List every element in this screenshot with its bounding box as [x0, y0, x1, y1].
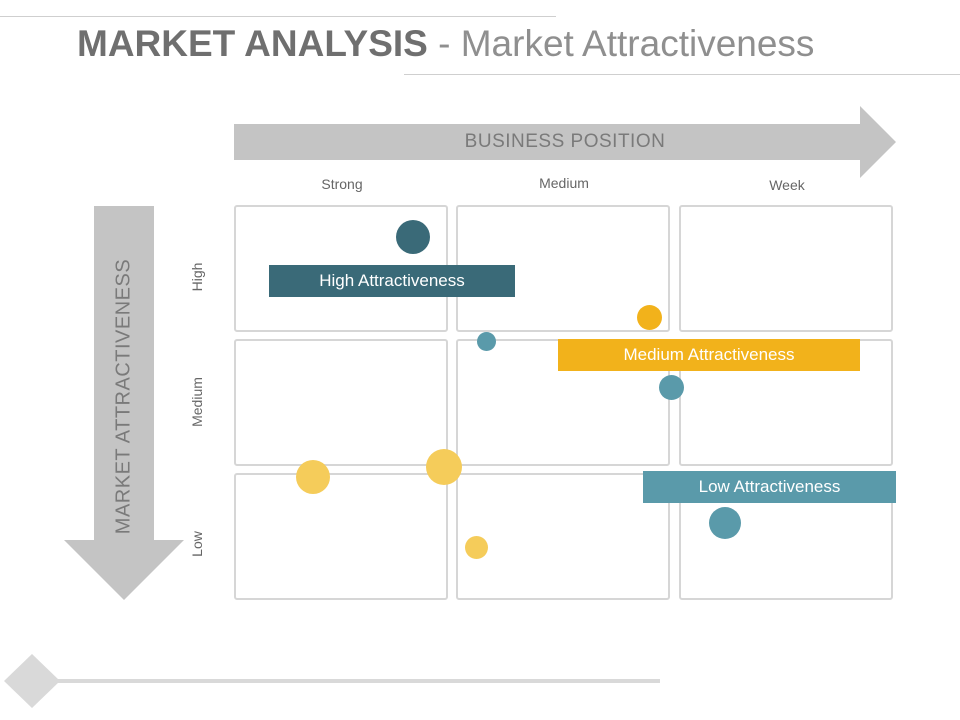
cell-medium-strong — [234, 339, 448, 466]
business-position-label: BUSINESS POSITION — [464, 131, 666, 152]
row-label-medium: Medium — [189, 377, 205, 427]
business-position-arrow — [234, 106, 896, 178]
market-attractiveness-label: MARKET ATTRACTIVENESS — [112, 258, 135, 535]
market-attractiveness-arrow-shape — [64, 206, 184, 600]
row-label-low: Low — [189, 531, 205, 557]
market-attractiveness-arrow — [64, 206, 184, 600]
cell-high-medium — [456, 205, 670, 332]
cell-high-week — [679, 205, 893, 332]
bottom-diamond-icon — [4, 654, 60, 708]
top-right-rule — [404, 74, 960, 75]
yellow-dot-left — [296, 460, 330, 494]
row-label-high: High — [189, 262, 205, 292]
high-attractiveness-band: High Attractiveness — [269, 265, 515, 297]
low-attractiveness-band: Low Attractiveness — [643, 471, 896, 503]
gold-dot — [637, 305, 662, 330]
cell-low-strong — [234, 473, 448, 600]
title-bold: MARKET ANALYSIS — [77, 23, 428, 64]
cell-low-medium — [456, 473, 670, 600]
dark-teal-dot — [396, 220, 430, 254]
yellow-dot-center — [426, 449, 462, 485]
teal-dot-middle — [659, 375, 684, 400]
column-label-strong: Strong — [321, 176, 363, 192]
column-label-week: Week — [769, 177, 805, 193]
title-subtitle: - Market Attractiveness — [427, 23, 815, 64]
small-teal-dot — [477, 332, 496, 351]
medium-attractiveness-band: Medium Attractiveness — [558, 339, 860, 371]
bottom-rule — [58, 679, 660, 683]
top-left-rule — [0, 16, 556, 17]
business-position-arrow-shape — [234, 106, 896, 178]
teal-dot-low — [709, 507, 741, 539]
column-label-medium: Medium — [539, 175, 589, 191]
page-title: MARKET ANALYSIS - Market Attractiveness — [77, 24, 814, 64]
yellow-dot-small — [465, 536, 488, 559]
